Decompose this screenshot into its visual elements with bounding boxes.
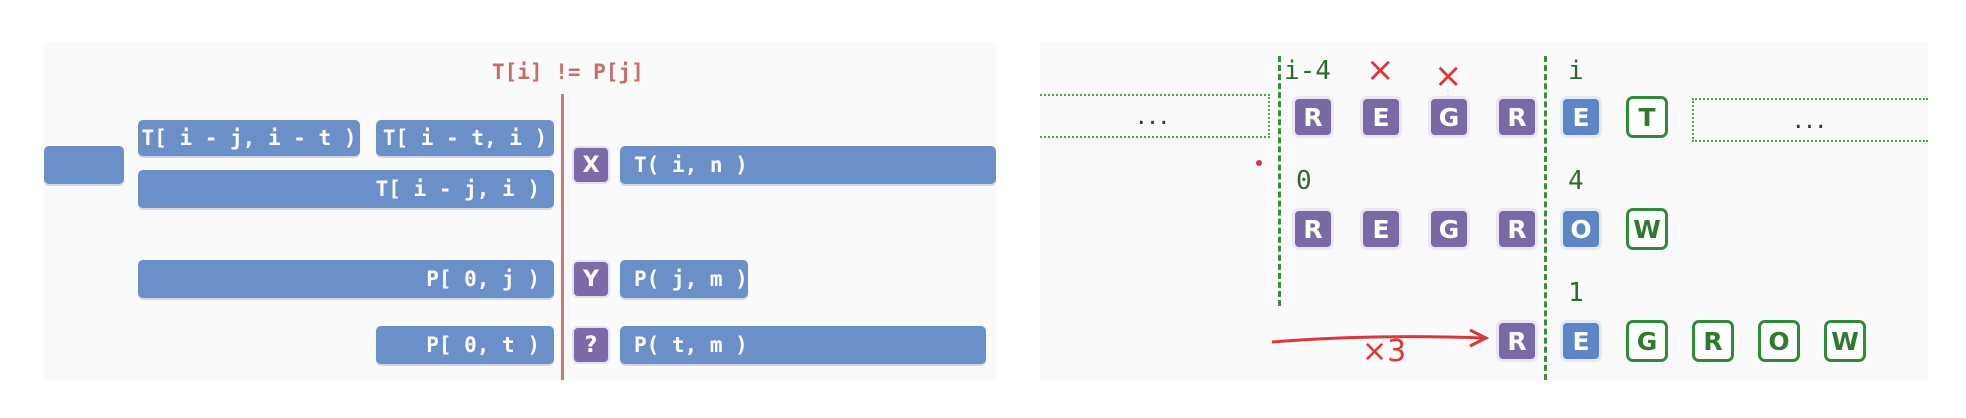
label-0: 0 [1296,166,1312,196]
shift-arrow [1271,328,1490,348]
text-char-g: G [1428,96,1470,138]
mismatch-mark-1: × [1366,50,1395,90]
shift-char-o: O [1758,320,1800,362]
text-segment-i-j-to-i: T[ i - j, i ) [138,170,554,208]
text-segment-i-j-to-i-t: T[ i - j, i - t ) [138,120,360,156]
shift-char-r1: R [1496,320,1538,362]
text-char-e1: E [1360,96,1402,138]
ellipsis-right: ... [1692,98,1928,142]
dashed-guide-start [1278,56,1281,306]
dashed-guide-i [1544,56,1547,380]
label-i-minus-4: i-4 [1284,56,1331,86]
pattern-char-w: W [1626,208,1668,250]
label-4: 4 [1568,166,1584,196]
mismatch-mark-2: × [1434,56,1463,96]
mismatch-marker-question: ? [572,326,610,364]
shift-char-g: G [1626,320,1668,362]
text-char-t: T [1626,96,1668,138]
shift-amount-label: ×3 [1362,334,1407,369]
pattern-char-o: O [1560,208,1602,250]
text-segment-i-t-to-i: T[ i - t, i ) [376,120,554,156]
text-bar-left-stub [44,146,124,184]
mismatch-marker-y: Y [572,260,610,298]
right-panel-example: i-4 i 0 4 1 × × ... ... R E G R E T R E … [1040,42,1928,380]
label-i: i [1568,56,1584,86]
pattern-segment-0-to-t: P[ 0, t ) [376,326,554,364]
pattern-char-r1: R [1292,208,1334,250]
label-1: 1 [1568,278,1584,308]
mismatch-marker-x: X [572,146,610,184]
cursor-dot [1256,160,1262,166]
pattern-segment-0-to-j: P[ 0, j ) [138,260,554,298]
shift-char-r2: R [1692,320,1734,362]
mismatch-condition-label: T[i] != P[j] [492,60,644,84]
text-char-r2: R [1496,96,1538,138]
text-char-r1: R [1292,96,1334,138]
pattern-segment-j-to-m: P( j, m ) [620,260,748,298]
text-char-e2: E [1560,96,1602,138]
mismatch-divider-line [561,94,564,380]
pattern-char-e: E [1360,208,1402,250]
left-panel-diagram: T[i] != P[j] T[ i - j, i - t ) T[ i - t,… [44,42,996,380]
shift-char-w: W [1824,320,1866,362]
pattern-char-g: G [1428,208,1470,250]
pattern-char-r2: R [1496,208,1538,250]
shift-char-e: E [1560,320,1602,362]
text-segment-i-to-n: T( i, n ) [620,146,996,184]
pattern-segment-t-to-m: P( t, m ) [620,326,986,364]
ellipsis-left: ... [1040,94,1270,138]
